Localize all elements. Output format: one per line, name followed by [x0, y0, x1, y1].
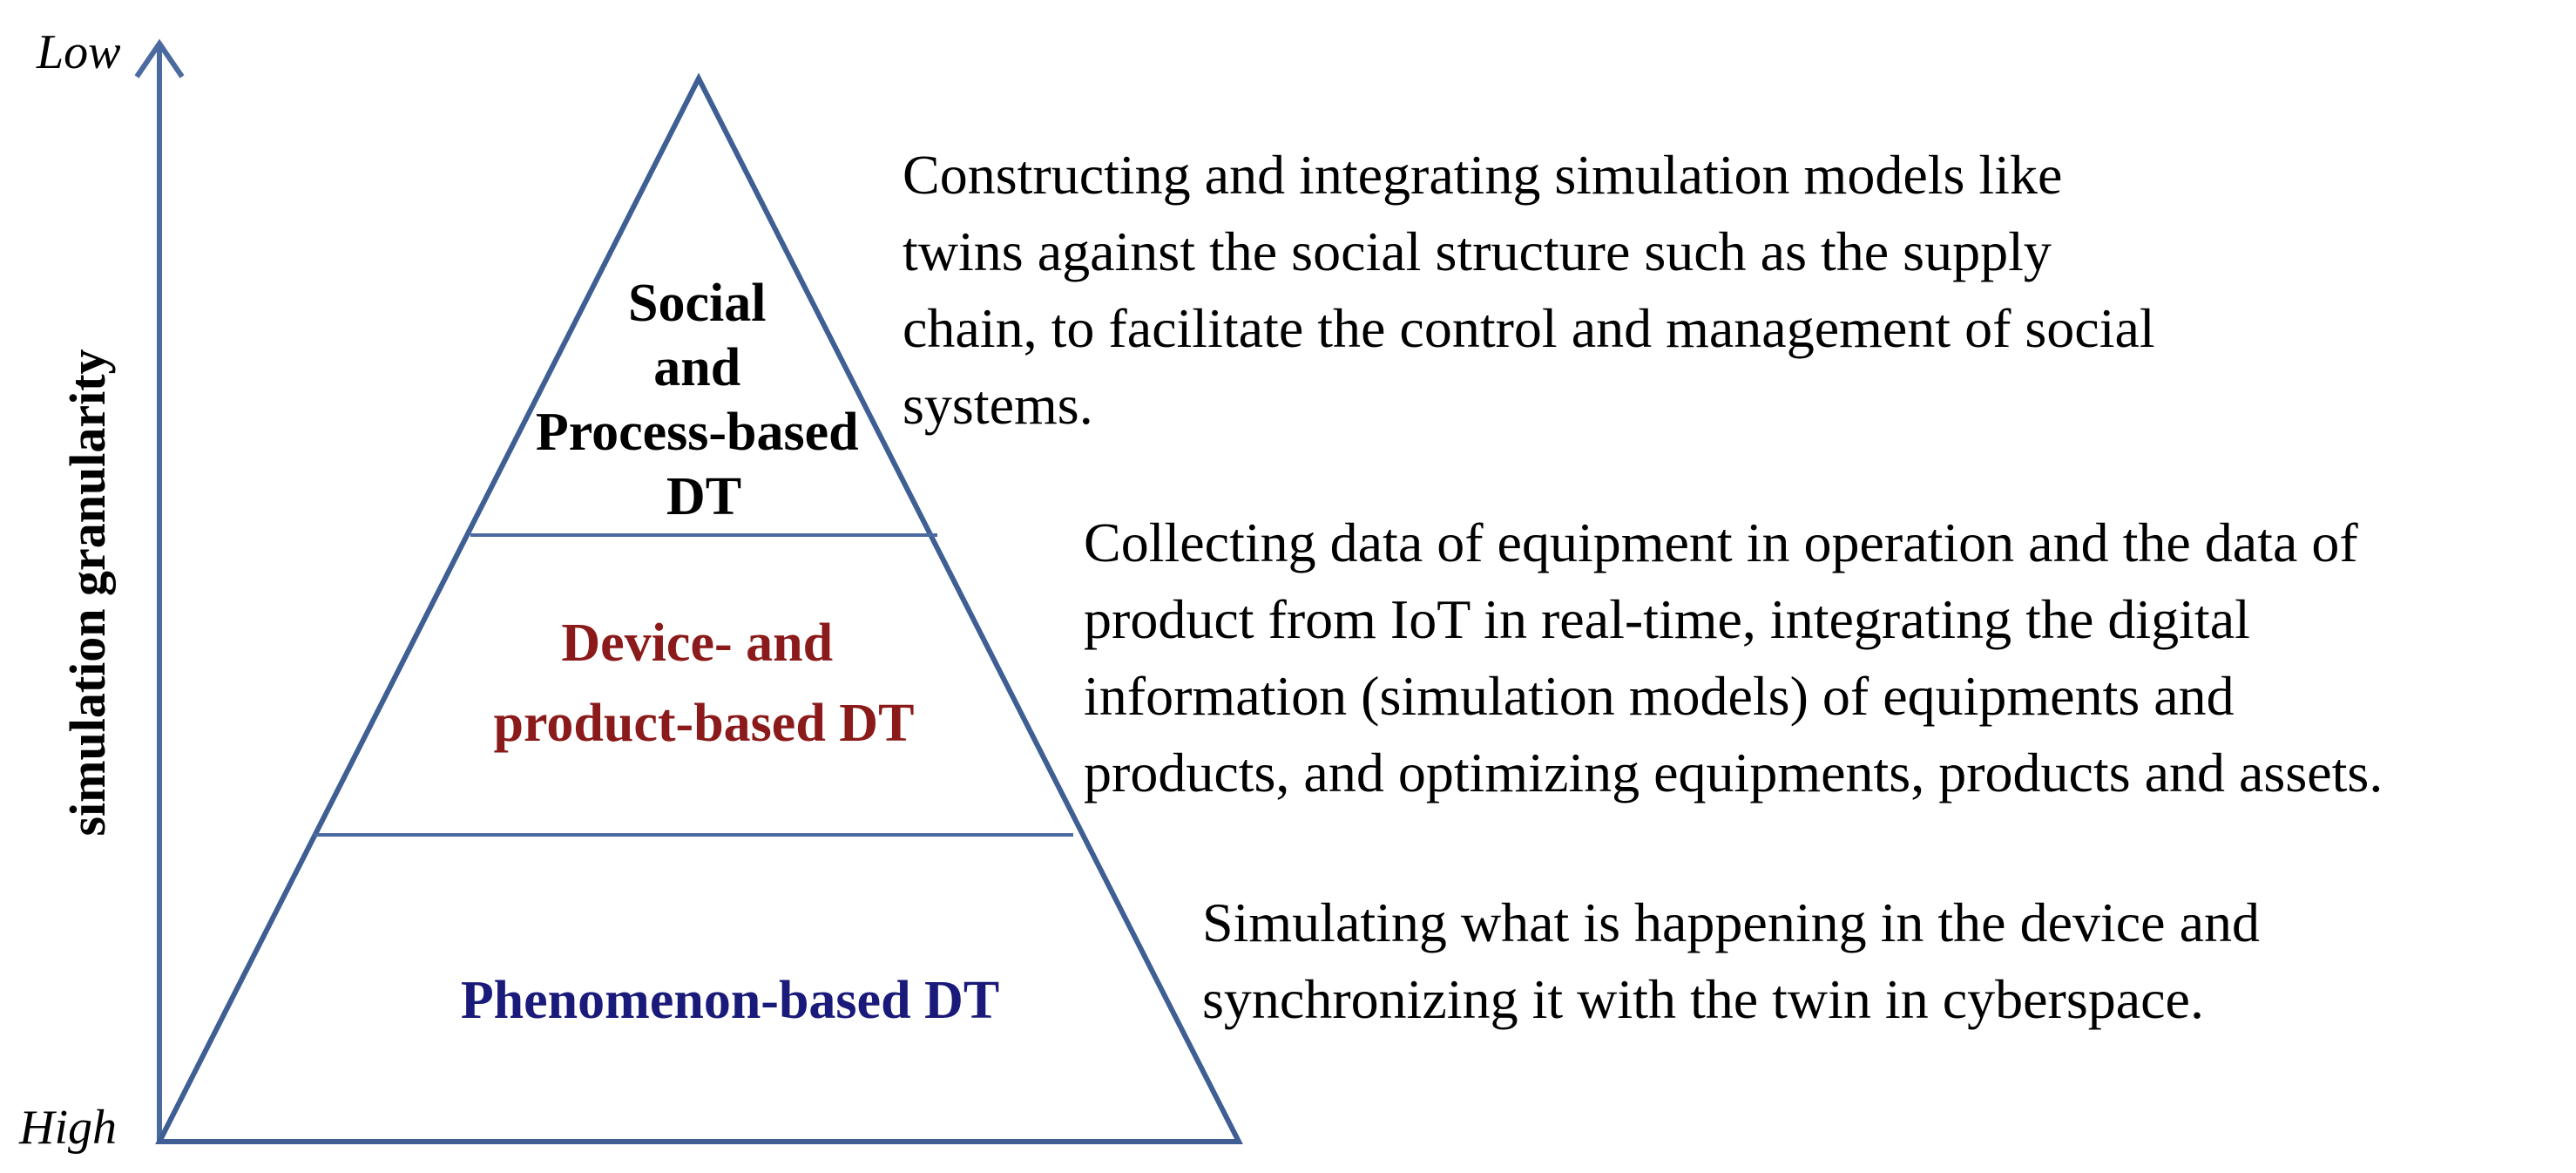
layer-label-social: Social and Process-based DT: [536, 274, 872, 526]
axis-title: simulation granularity: [59, 349, 116, 836]
description-device: Collecting data of equipment in operatio…: [1084, 512, 2383, 803]
pyramid-outline: [155, 72, 1243, 1144]
axis-low-label: Low: [36, 25, 121, 79]
description-phenomenon: Simulating what is happening in the devi…: [1202, 892, 2274, 1030]
layer-label-device: Device- and product-based DT: [494, 614, 915, 753]
axis-arrow-head: [134, 38, 185, 78]
description-social: Constructing and integrating simulation …: [903, 144, 2169, 436]
layer-label-phenomenon: Phenomenon-based DT: [461, 971, 999, 1030]
axis-high-label: High: [18, 1101, 117, 1155]
